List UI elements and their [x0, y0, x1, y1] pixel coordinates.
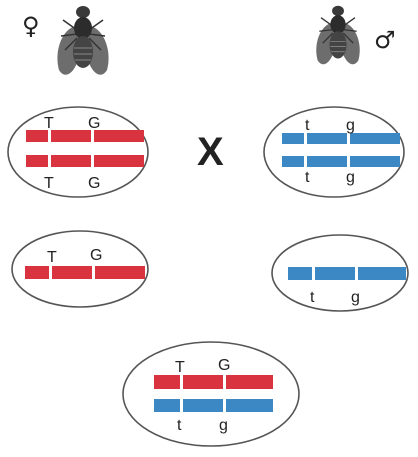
- allele-label: g: [346, 117, 355, 134]
- allele-label: t: [305, 117, 310, 134]
- allele-label: g: [351, 289, 360, 306]
- female-gamete-cell: T G: [11, 230, 149, 308]
- allele-label: G: [88, 115, 100, 132]
- female-parent-cell: T G T G: [7, 106, 149, 198]
- fruit-fly-male-icon: [315, 5, 361, 65]
- female-chromosome-top: [26, 130, 144, 142]
- female-symbol: ♀: [22, 12, 40, 40]
- allele-label: T: [44, 115, 54, 132]
- male-chromosome-bottom: [282, 156, 400, 167]
- allele-label: G: [218, 357, 230, 374]
- female-gamete-chromosome: [25, 266, 145, 279]
- allele-label: t: [305, 169, 310, 186]
- male-gamete-chromosome: [288, 267, 406, 280]
- allele-label: G: [88, 175, 100, 192]
- cross-symbol: X: [197, 130, 224, 174]
- offspring-chromosome-top: [154, 375, 273, 389]
- allele-label: T: [44, 175, 54, 192]
- allele-label: G: [90, 247, 102, 264]
- allele-label: T: [175, 359, 185, 376]
- female-chromosome-bottom: [26, 155, 144, 167]
- allele-label: g: [219, 417, 228, 434]
- fruit-fly-female-icon: [56, 5, 110, 76]
- male-gamete-cell: t g: [271, 234, 409, 312]
- male-symbol: ♂: [374, 26, 396, 54]
- offspring-cell: T G t g: [122, 341, 300, 447]
- male-parent-cell: t g t g: [263, 106, 405, 198]
- male-chromosome-top: [282, 133, 400, 144]
- allele-label: t: [177, 417, 182, 434]
- allele-label: T: [47, 249, 57, 266]
- offspring-chromosome-bottom: [154, 399, 273, 412]
- allele-label: g: [346, 169, 355, 186]
- allele-label: t: [310, 289, 315, 306]
